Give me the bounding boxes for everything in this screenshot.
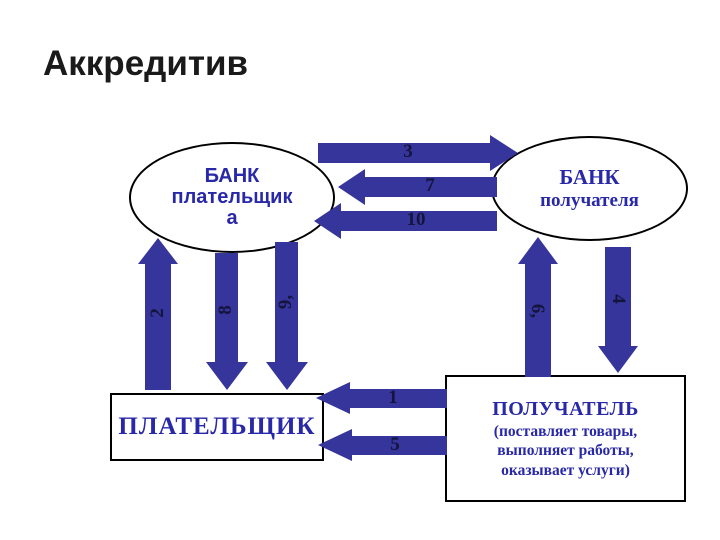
payer-bank-line2: плательщик	[171, 186, 293, 208]
arrow-3-label: 3	[403, 141, 413, 162]
arrow-2-head	[138, 238, 178, 264]
arrow-10-head	[314, 203, 341, 239]
arrow-8-label: 8	[215, 305, 236, 315]
arrow-5-head	[318, 429, 352, 461]
arrow-4-label: 4	[608, 294, 629, 304]
recipient-sub1: (поставляет товары,	[493, 422, 638, 440]
arrow-7-label: 7	[425, 175, 435, 196]
arrow-6-head	[518, 237, 558, 264]
arrow-9-label: 9,	[275, 294, 296, 310]
arrow-6-label: 6,	[527, 303, 548, 319]
recipient-title: ПОЛУЧАТЕЛЬ	[492, 397, 639, 420]
arrow-5-label: 5	[390, 433, 400, 455]
arrow-10-label: 10	[406, 209, 426, 230]
recipient-bank-line2: получателя	[540, 189, 639, 211]
arrow-7-shaft	[363, 177, 497, 197]
arrow-9-shaft	[275, 242, 298, 363]
payer-bank-line1: БАНК	[204, 165, 260, 187]
recipient-sub2: выполняет работы,	[497, 442, 634, 460]
node-recipient: ПОЛУЧАТЕЛЬ (поставляет товары, выполняет…	[445, 375, 686, 502]
arrow-4-head	[598, 346, 638, 373]
arrow-1-label: 1	[388, 386, 398, 408]
payer-bank-line3: а	[226, 207, 238, 229]
arrow-3-shaft	[318, 143, 492, 163]
arrow-5-shaft	[350, 436, 447, 455]
arrow-7-head	[338, 169, 365, 205]
arrow-3-head	[490, 135, 518, 171]
recipient-bank-line1: БАНК	[559, 164, 620, 189]
arrow-1-head	[316, 382, 350, 414]
arrow-10-shaft	[341, 211, 497, 231]
payer-label: ПЛАТЕЛЬЩИК	[118, 413, 316, 440]
page-title: Аккредитив	[43, 44, 249, 83]
arrow-8-shaft	[215, 253, 238, 363]
node-payer-bank: БАНК плательщик а	[129, 142, 335, 253]
arrow-2-label: 2	[147, 308, 168, 318]
recipient-sub3: оказывает услуги)	[501, 461, 630, 479]
node-payer: ПЛАТЕЛЬЩИК	[110, 393, 324, 461]
arrow-8-head	[206, 362, 248, 390]
arrow-2-shaft	[145, 262, 171, 390]
arrow-1-shaft	[348, 389, 447, 408]
arrow-6-shaft	[525, 263, 551, 377]
arrow-9-head	[266, 362, 308, 390]
arrow-4-shaft	[605, 247, 631, 347]
node-recipient-bank: БАНК получателя	[491, 136, 688, 241]
